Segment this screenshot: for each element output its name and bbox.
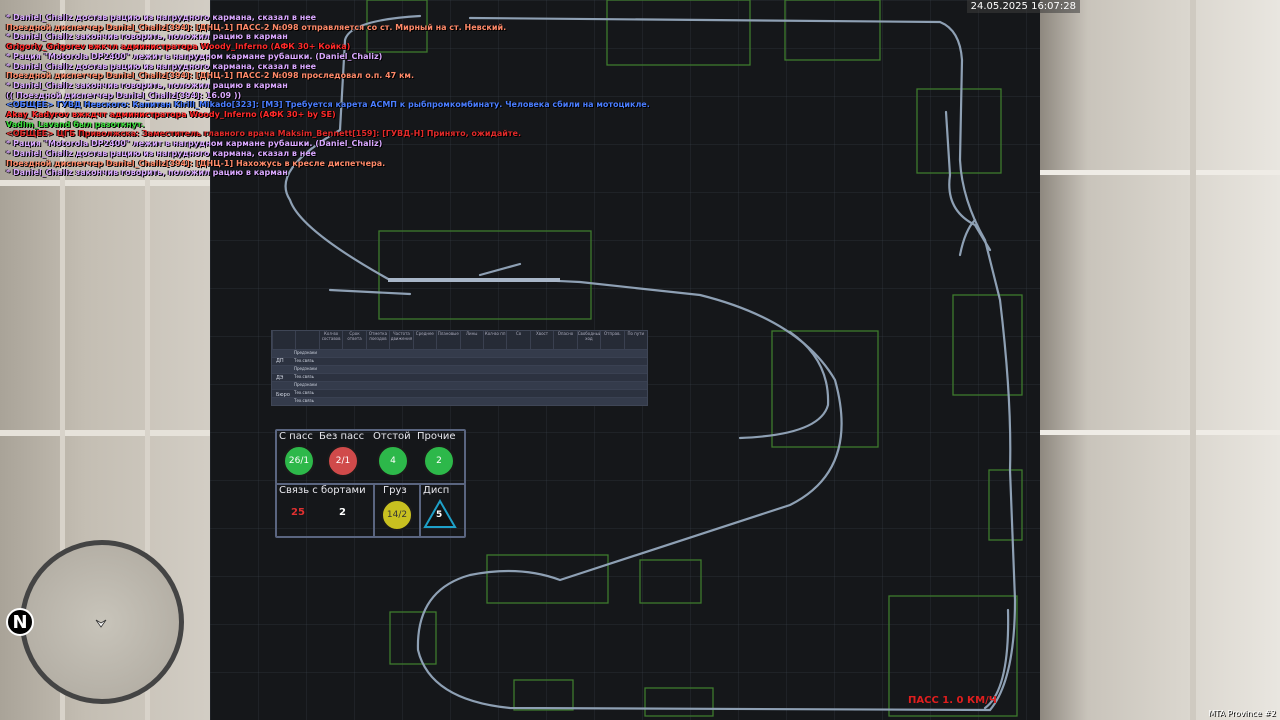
- chat-line: * Daniel_Chaliz достав рацию из нагрудно…: [6, 61, 317, 71]
- station-boxes: [366, 0, 1023, 717]
- server-name: MTA Province #2: [1208, 709, 1276, 718]
- standby-label: Отстой: [373, 431, 411, 442]
- with-pass-label: С пасс: [279, 431, 313, 442]
- disp-triangle-icon: [423, 499, 457, 528]
- comm-white-count: 2: [339, 507, 346, 518]
- comm-red-count: 25: [291, 507, 305, 518]
- chat-line: <ОБЩЕЕ> ГУВД Невского: Капитан Kirill_Mi…: [6, 100, 650, 110]
- disp-value: 5: [436, 510, 443, 520]
- standby-indicator: 4: [377, 445, 409, 477]
- no-pass-label: Без пасс: [319, 431, 365, 442]
- chat-line: <ОБЩЕЕ> ЦГБ Приволжска: Заместитель глав…: [6, 129, 522, 139]
- chat-line: * Daniel_Chaliz закончив говорить, полож…: [6, 32, 288, 42]
- info-table-header: Кол-во составов Срок ответа Отметка поез…: [272, 331, 647, 349]
- chat-line: Поездной диспетчер Daniel_Chaliz[394]: […: [6, 158, 386, 168]
- datetime: 24.05.2025 16:07:28: [966, 0, 1080, 13]
- table-row: Предзнаки: [272, 365, 647, 373]
- chat-log: * Daniel_Chaliz достав рацию из нагрудно…: [6, 13, 706, 178]
- chat-line: Поездной диспетчер Daniel_Chaliz[394]: […: [6, 22, 507, 32]
- comm-label: Связь с бортами: [279, 485, 366, 496]
- chat-line: * Daniel_Chaliz достав рацию из нагрудно…: [6, 148, 317, 158]
- chat-line: Grigoriy_Grigorev вжкчл администратора W…: [6, 42, 351, 52]
- other-label: Прочие: [417, 431, 456, 442]
- comm-status-panel: Связь с бортами Груз Дисп 25 2 14/2 5: [275, 483, 466, 538]
- chat-line: * Daniel_Chaliz закончив говорить, полож…: [6, 80, 288, 90]
- other-indicator: 2: [423, 445, 455, 477]
- divider: [373, 485, 375, 536]
- speed-readout: ПАСС 1. 0 КМ/Ч: [908, 695, 997, 706]
- chat-line: Поездной диспетчер Daniel_Chaliz[394]: […: [6, 71, 415, 81]
- table-row: Тех.связь: [272, 389, 647, 397]
- table-row: Тех.связь: [272, 397, 647, 405]
- chat-line: Vadim_Lavand был разоткнут.: [6, 119, 145, 129]
- info-table: Кол-во составов Срок ответа Отметка поез…: [271, 330, 648, 406]
- with-pass-indicator: 26/1: [283, 445, 315, 477]
- table-row: Тех.связь: [272, 357, 647, 365]
- chat-line: * Рация "Motorola DP2400" лежит в нагруд…: [6, 51, 383, 61]
- wall-right: [1040, 0, 1280, 720]
- chat-line: * Daniel_Chaliz достав рацию из нагрудно…: [6, 13, 317, 22]
- table-group-labels: ДП ДЭ Бюро: [276, 358, 290, 398]
- divider: [419, 485, 421, 536]
- chat-line: Akay_Kadyrov вжкдчт администратора Woody…: [6, 110, 336, 120]
- chat-line: * Daniel_Chaliz закончив говорить, полож…: [6, 168, 288, 178]
- player-arrow-icon: [95, 619, 107, 628]
- train-status-panel: С пасс Без пасс Отстой Прочие 26/1 2/1 4…: [275, 429, 466, 485]
- compass-north-icon: N: [6, 608, 34, 636]
- table-row: Тех.связь: [272, 373, 647, 381]
- cargo-label: Груз: [383, 485, 407, 496]
- no-pass-indicator: 2/1: [327, 445, 359, 477]
- table-row: Предзнаки: [272, 349, 647, 357]
- track-lines: [284, 14, 1017, 712]
- chat-line: * Рация "Motorola DP2400" лежит в нагруд…: [6, 139, 383, 149]
- table-row: Предзнаки: [272, 381, 647, 389]
- disp-label: Дисп: [423, 485, 450, 496]
- cargo-indicator: 14/2: [381, 499, 413, 531]
- chat-line: (( Поездной диспетчер Daniel_Chaliz[394]…: [6, 90, 242, 100]
